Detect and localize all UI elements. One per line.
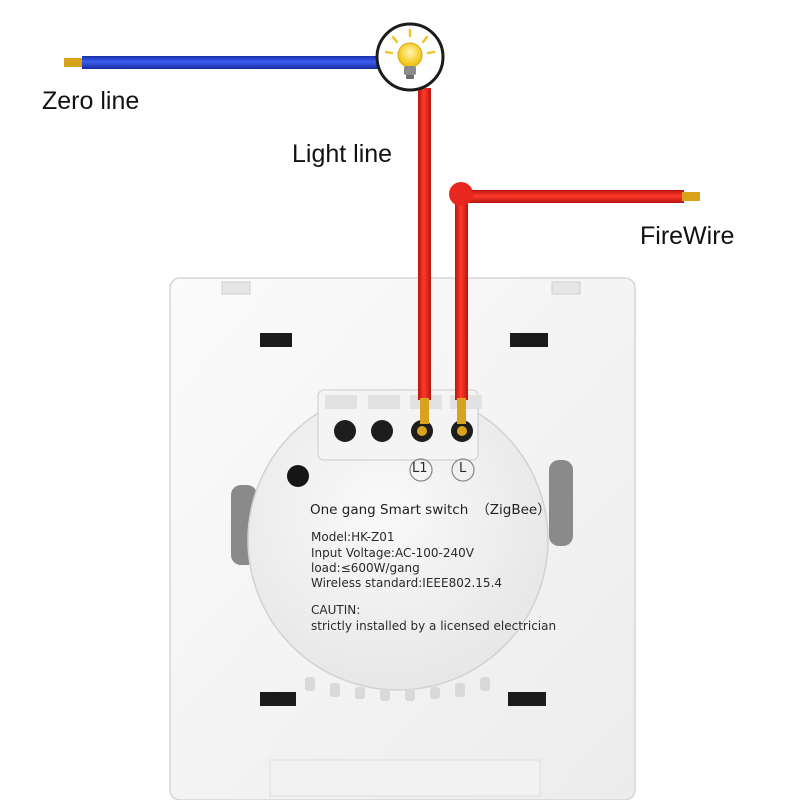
device-title-text: One gang Smart switch [310, 502, 469, 518]
light-line-wire [418, 88, 431, 424]
pairing-button [287, 465, 309, 487]
terminal-l1-label: L1 [412, 461, 428, 476]
device-protocol: （ZigBee） [476, 502, 551, 518]
wireless-text: Wireless standard:IEEE802.15.4 [311, 576, 503, 590]
terminal-hole [334, 420, 356, 442]
zero-line-label: Zero line [42, 87, 140, 115]
zero-line-wire [64, 56, 382, 69]
voltage-text: Input Voltage:AC-100-240V [311, 546, 474, 560]
mounting-slot [260, 692, 296, 706]
fire-wire [449, 182, 700, 424]
caution-text: strictly installed by a licensed electri… [311, 619, 557, 633]
firewire-label: FireWire [640, 222, 735, 250]
light-bulb-icon [375, 22, 445, 92]
junction-dot [449, 182, 473, 206]
caution-title: CAUTIN: [311, 603, 361, 617]
terminal-hole [371, 420, 393, 442]
load-text: load:≤600W/gang [311, 561, 420, 575]
mounting-slot [510, 333, 548, 347]
mounting-slot [508, 692, 546, 706]
switch-module [231, 389, 573, 701]
mounting-slot [260, 333, 292, 347]
device-title: One gang Smart switch （ZigBee） [310, 498, 551, 518]
model-text: Model:HK-Z01 [311, 530, 395, 544]
light-line-label: Light line [292, 140, 393, 168]
terminal-l-label: L [459, 461, 467, 476]
